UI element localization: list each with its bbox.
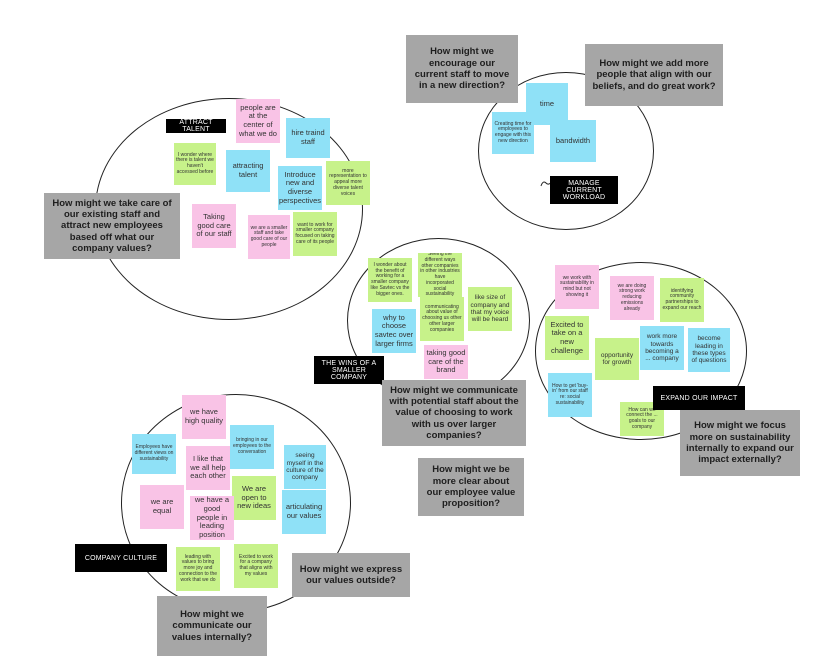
sticky-note[interactable]: opportunity for growth	[595, 338, 639, 380]
question-card[interactable]: How might we focus more on sustainabilit…	[680, 410, 800, 476]
question-card[interactable]: How might we take care of our existing s…	[44, 193, 180, 259]
question-card[interactable]: How might we encourage our current staff…	[406, 35, 518, 103]
cluster-label-company-culture: COMPANY CULTURE	[75, 544, 167, 572]
sticky-note[interactable]: Excited to take on a new challenge	[545, 316, 589, 360]
cluster-label-manage-workload: MANAGE CURRENT WORKLOAD	[550, 176, 618, 204]
sticky-note[interactable]: I like that we all help each other	[186, 446, 230, 490]
sticky-note[interactable]: time	[526, 83, 568, 125]
sticky-note[interactable]: why to choose savtec over larger firms	[372, 309, 416, 353]
sticky-note[interactable]: we are equal	[140, 485, 184, 529]
sticky-note[interactable]: Creating time for employees to engage wi…	[492, 112, 534, 154]
sticky-note[interactable]: communicating about value of choosing us…	[420, 297, 464, 341]
sticky-note[interactable]: identifying community partnerships to ex…	[660, 278, 704, 322]
sticky-note[interactable]: Seeing the different ways other companie…	[418, 253, 462, 297]
sticky-note[interactable]: leading with values to bring more joy an…	[176, 547, 220, 591]
cluster-label-expand-impact: EXPAND OUR IMPACT	[653, 386, 745, 410]
sticky-note[interactable]: I wonder about the benefit of working fo…	[368, 258, 412, 302]
sticky-note[interactable]: hire traind staff	[286, 118, 330, 158]
cluster-label-smaller-company: THE WINS OF A SMALLER COMPANY	[314, 356, 384, 384]
cluster-label-attract-talent: ATTRACT TALENT	[166, 119, 226, 133]
sticky-note[interactable]: bringing in our employees to the convers…	[230, 425, 274, 469]
sticky-note[interactable]: Taking good care of our staff	[192, 204, 236, 248]
sticky-note[interactable]: like size of company and that my voice w…	[468, 287, 512, 331]
question-card[interactable]: How might we add more people that align …	[585, 44, 723, 106]
sticky-note[interactable]: taking good care of the brand	[424, 345, 468, 379]
question-card[interactable]: How might we be more clear about our emp…	[418, 458, 524, 516]
question-card[interactable]: How might we communicate our values inte…	[157, 596, 267, 656]
sticky-note[interactable]: Employees have different views on sustai…	[132, 434, 176, 474]
sticky-note[interactable]: we are doing strong work reducing emissi…	[610, 276, 654, 320]
sticky-note[interactable]: Introduce new and diverse perspectives	[278, 166, 322, 210]
sticky-note[interactable]: become leading in these types of questio…	[688, 328, 730, 372]
sticky-note[interactable]: we have a good people in leading positio…	[190, 496, 234, 540]
sticky-note[interactable]: more representation to appeal more diver…	[326, 161, 370, 205]
sticky-note[interactable]: people are at the center of what we do	[236, 99, 280, 143]
sticky-note[interactable]: We are open to new ideas	[232, 476, 276, 520]
sticky-note[interactable]: we are a smaller staff and take good car…	[248, 215, 290, 259]
sticky-note[interactable]: bandwidth	[550, 120, 596, 162]
sticky-note[interactable]: we work with sustainability in mind but …	[555, 265, 599, 309]
sticky-note[interactable]: I wonder where there is talent we haven'…	[174, 143, 216, 185]
sticky-note[interactable]: Excited to work for a company that align…	[234, 544, 278, 588]
question-card[interactable]: How might we express our values outside?	[292, 553, 410, 597]
sticky-note[interactable]: want to work for smaller company focused…	[293, 212, 337, 256]
sticky-note[interactable]: How to get 'buy-in' from our staff re: s…	[548, 373, 592, 417]
sticky-note[interactable]: we have high quality	[182, 395, 226, 439]
expand-impact-circle	[535, 262, 747, 440]
question-card[interactable]: How might we communicate with potential …	[382, 380, 526, 446]
sticky-note[interactable]: articulating our values	[282, 490, 326, 534]
sticky-note[interactable]: work more towards becoming a ... company	[640, 326, 684, 370]
manage-workload-circle	[478, 72, 654, 230]
sticky-note[interactable]: attracting talent	[226, 150, 270, 192]
sticky-note[interactable]: seeing myself in the culture of the comp…	[284, 445, 326, 489]
